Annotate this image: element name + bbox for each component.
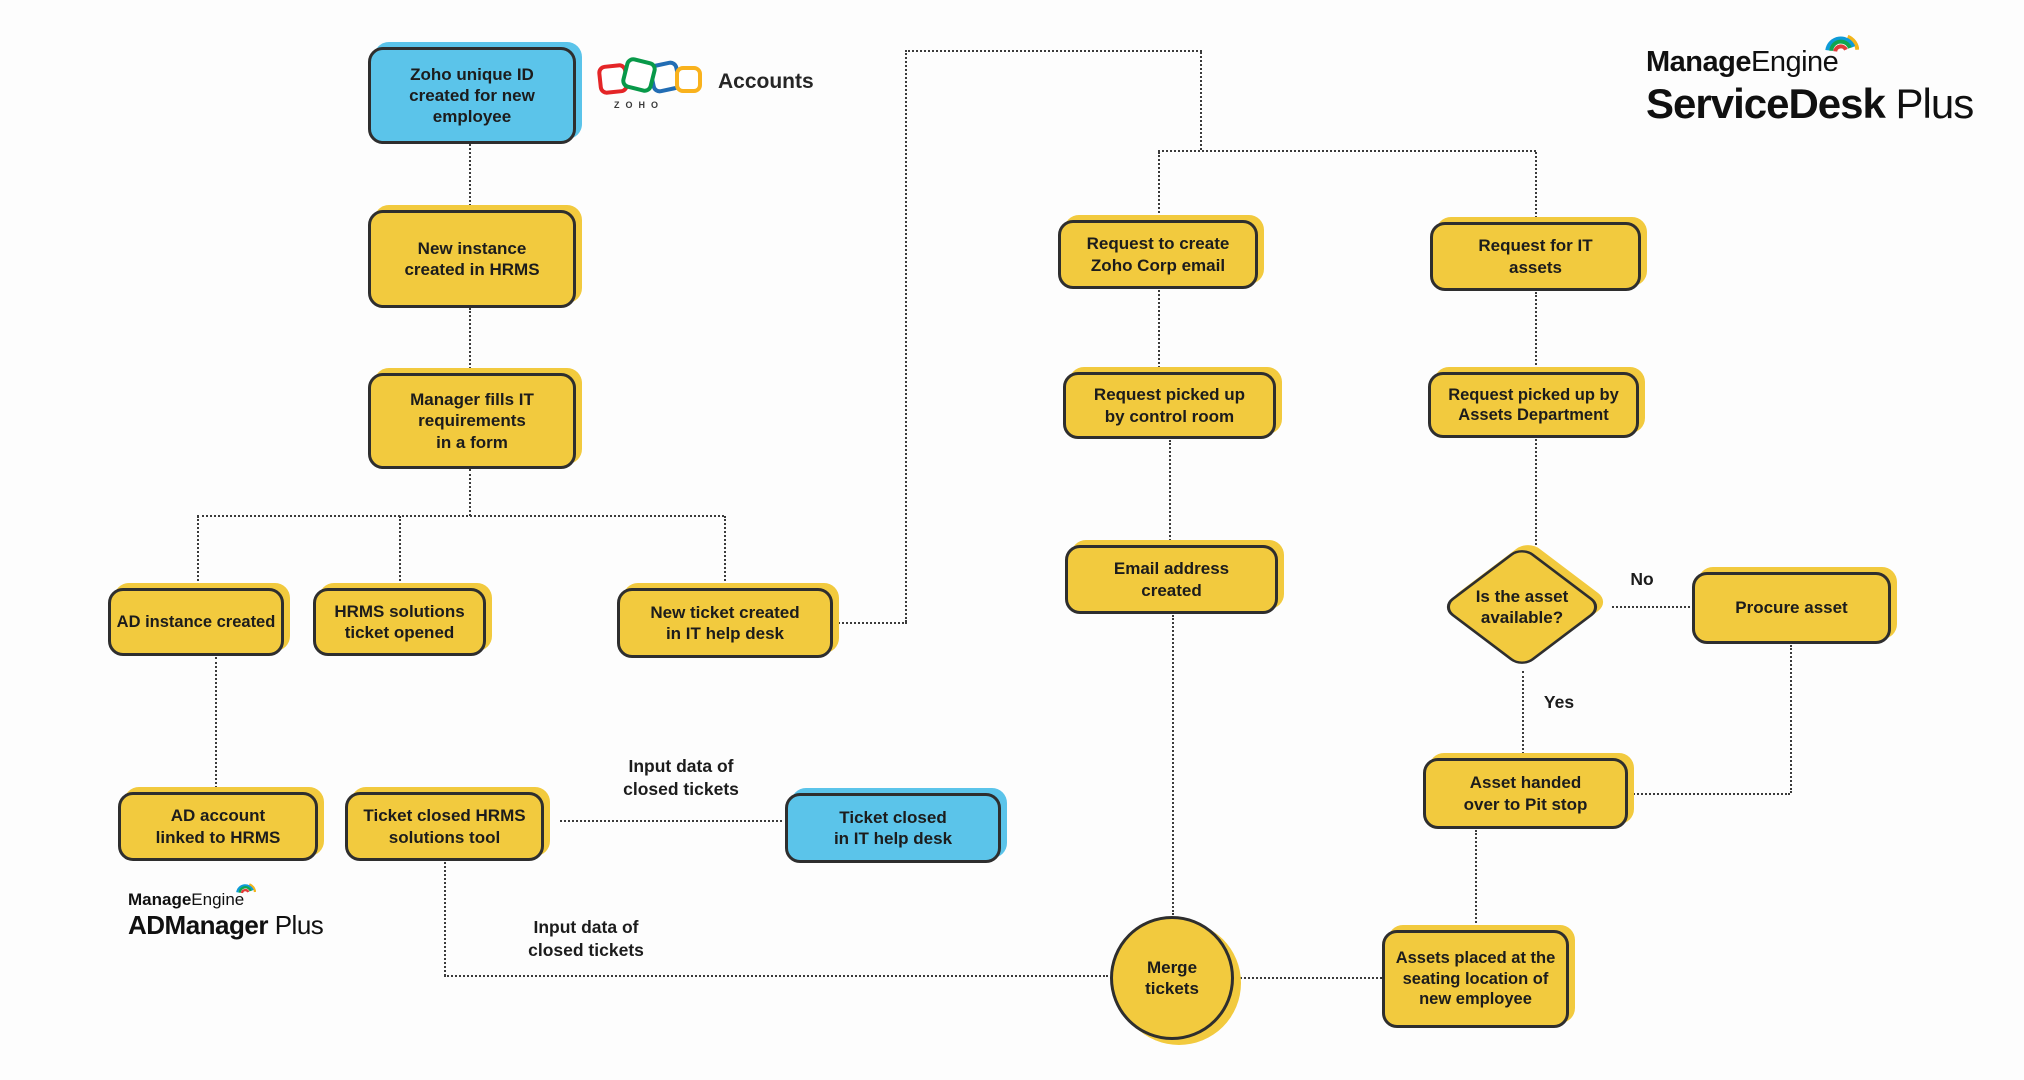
connector: [1535, 292, 1537, 372]
node-new-instance-hrms: New instance created in HRMS: [368, 210, 576, 308]
connector: [560, 820, 782, 822]
connector: [197, 515, 724, 517]
node-request-create-email: Request to create Zoho Corp email: [1058, 220, 1258, 289]
node-ticket-closed-hrms: Ticket closed HRMS solutions tool: [345, 792, 544, 861]
label-input-data-bottom: Input data of closed tickets: [528, 917, 644, 960]
admanager-text: ADManager: [128, 910, 268, 940]
node-assets-placed-seating: Assets placed at the seating location of…: [1382, 930, 1569, 1028]
admanager-wordmark: ADManager Plus: [128, 910, 324, 941]
connector: [905, 50, 907, 622]
engine-text: Engine: [1750, 46, 1839, 78]
connector: [905, 50, 1202, 52]
plus-text: Plus: [1884, 80, 1975, 127]
decision-asset-available: Is the asset available?: [1440, 539, 1610, 670]
connector: [197, 516, 199, 588]
node-request-picked-assets-dept: Request picked up by Assets Department: [1428, 372, 1639, 438]
connector: [1172, 615, 1174, 915]
servicedesk-wordmark: ServiceDesk Plus: [1646, 80, 1975, 128]
label-no: No: [1630, 569, 1654, 589]
connector: [399, 516, 401, 588]
node-ad-instance-created: AD instance created: [108, 588, 284, 656]
manage-text: Manage: [128, 890, 192, 909]
node-request-it-assets: Request for IT assets: [1430, 222, 1641, 291]
connector: [1630, 793, 1790, 795]
zoho-product-name: Accounts: [718, 70, 814, 93]
node-manager-fills-form: Manager fills IT requirements in a form: [368, 373, 576, 469]
connector: [1236, 977, 1382, 979]
connector: [1169, 440, 1171, 545]
connector: [215, 657, 217, 792]
label-input-data-top: Input data of closed tickets: [623, 756, 739, 799]
servicedesk-text: ServiceDesk: [1646, 80, 1886, 127]
node-ticket-closed-helpdesk: Ticket closed in IT help desk: [785, 793, 1001, 863]
connector: [835, 622, 907, 624]
connector: [1475, 830, 1477, 930]
node-merge-tickets: Merge tickets: [1110, 916, 1234, 1040]
node-email-address-created: Email address created: [1065, 545, 1278, 614]
connector: [724, 516, 726, 588]
connector: [1535, 439, 1537, 545]
node-ad-account-linked: AD account linked to HRMS: [118, 792, 318, 861]
connector: [1158, 152, 1160, 220]
connector: [1535, 152, 1537, 222]
label-yes: Yes: [1543, 692, 1575, 712]
node-asset-handed-pitstop: Asset handed over to Pit stop: [1423, 758, 1628, 829]
plus-text: Plus: [267, 910, 324, 940]
node-request-picked-control-room: Request picked up by control room: [1063, 372, 1276, 439]
connector: [1200, 52, 1202, 150]
engine-text: Engine: [191, 890, 245, 909]
connector: [1522, 671, 1524, 758]
zoho-yellow-square-icon: [675, 66, 702, 93]
decision-label: Is the asset available?: [1475, 586, 1569, 627]
connector: [444, 862, 446, 976]
node-zoho-unique-id: Zoho unique ID created for new employee: [368, 47, 576, 144]
node-new-ticket-helpdesk: New ticket created in IT help desk: [617, 588, 833, 658]
connector: [469, 469, 471, 516]
connector: [469, 144, 471, 210]
connector: [1790, 645, 1792, 793]
connector: [1158, 150, 1536, 152]
zoho-wordmark: ZOHO: [614, 100, 664, 110]
connector: [1158, 290, 1160, 372]
node-hrms-ticket-opened: HRMS solutions ticket opened: [313, 588, 486, 656]
connector: [1612, 606, 1690, 608]
zoho-accounts-logo: ZOHO Accounts: [596, 55, 814, 118]
manageengine-swoosh-icon: [236, 883, 257, 894]
connector: [444, 975, 1108, 977]
manage-text: Manage: [1646, 46, 1751, 78]
connector: [469, 308, 471, 373]
node-procure-asset: Procure asset: [1692, 572, 1891, 644]
manageengine-swoosh-icon: [1825, 34, 1860, 52]
